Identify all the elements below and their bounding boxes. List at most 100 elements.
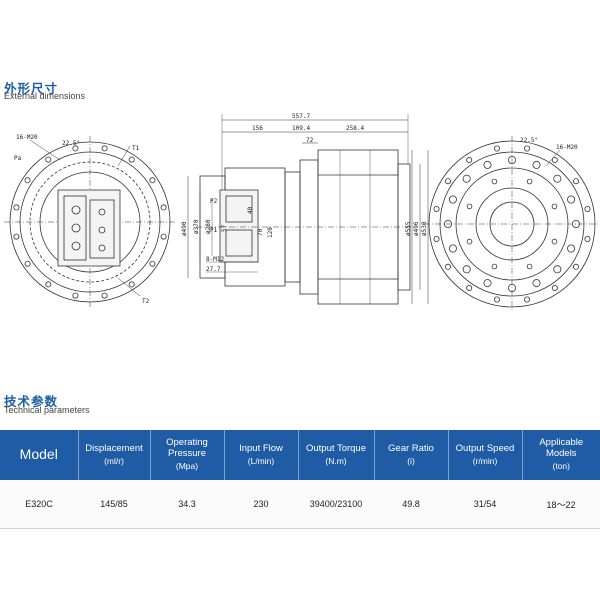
cell-gear-ratio: 49.8 [374,480,448,529]
header-output-speed: Output Speed(r/min) [448,430,523,480]
bolt-hole [526,263,533,270]
bolt-hole [433,205,440,212]
label-top-c: 258.4 [346,125,364,132]
cell-input-flow: 230 [224,480,298,529]
bolt-hole [466,203,473,210]
bolt-hole [462,265,471,274]
bolt-hole [466,284,473,291]
label-dim-277: 27.7 [206,266,221,273]
label-top-a: 156 [252,125,263,132]
label-dim-120: 120 [267,227,274,238]
label-top-b: 109.4 [292,125,310,132]
label-left-holes: 16-M20 [16,134,38,141]
bolt-hole [526,178,533,185]
bolt-hole [45,156,52,163]
label-dim-40: 40 [247,206,254,214]
bolt-hole [551,284,558,291]
cell-output-torque: 39400/23100 [298,480,374,529]
label-t1: T1 [132,145,140,152]
bolt-hole [493,145,500,152]
bolt-hole [444,263,451,270]
label-right-holes: 16-M20 [556,144,578,151]
middle-side-view [187,114,429,305]
bolt-hole [443,219,452,228]
bolt-hole [553,174,562,183]
label-pa: Pa [14,155,22,162]
bolt-hole [573,263,580,270]
header-output-torque: Output Torque(N.m) [298,430,375,480]
bolt-hole [462,174,471,183]
bolt-hole [553,265,562,274]
cell-operating-pressure: 34.3 [150,480,224,529]
bolt-hole [524,296,531,303]
right-end-view [424,136,600,312]
table-row: E320C 145/85 34.3 230 39400/23100 49.8 3… [0,480,600,529]
bolt-hole [567,244,576,253]
bolt-hole [572,219,581,228]
bolt-hole [444,178,451,185]
params-subtitle: Technical parameters [4,405,90,415]
bolt-hole [72,145,79,152]
bolt-hole [466,238,473,245]
bolt-hole [24,260,31,267]
bolt-hole [13,204,20,211]
bolt-hole [160,233,167,240]
bolt-hole [149,260,156,267]
bolt-hole [101,145,108,152]
bolt-hole [128,281,135,288]
dims-subtitle: External dimensions [4,91,86,101]
technical-parameters-table: Model Displacement(ml/r) Operating Press… [0,430,600,529]
bolt-hole [573,178,580,185]
bolt-hole [551,156,558,163]
bolt-hole [433,235,440,242]
bolt-hole [149,177,156,184]
bolt-hole [584,205,591,212]
params-title: 技术参数 [4,395,59,409]
bolt-hole [24,177,31,184]
label-t2: T2 [142,298,150,305]
bolt-hole [551,203,558,210]
label-d4: ø555 [405,221,412,236]
header-applicable-models: Applicable Models(ton) [522,430,600,480]
label-d3: ø280 [205,219,212,234]
bolt-hole [491,263,498,270]
label-right-angle: 22.5° [520,137,538,144]
bolt-hole [483,160,492,169]
bolt-hole [483,279,492,288]
bolt-hole [448,244,457,253]
header-model: Model [0,430,79,480]
bolt-hole [567,195,576,204]
header-input-flow: Input Flow(L/min) [224,430,299,480]
bolt-hole [551,238,558,245]
cell-displacement: 145/85 [78,480,150,529]
label-d6: ø530 [421,221,428,236]
cell-output-speed: 31/54 [448,480,522,529]
bolt-hole [101,292,108,299]
left-end-view [4,136,176,308]
bolt-hole [160,204,167,211]
header-gear-ratio: Gear Ratio(i) [374,430,449,480]
bolt-hole [584,235,591,242]
cell-model: E320C [0,480,78,529]
label-left-angle: 22.5° [62,140,80,147]
table-header-row: Model Displacement(ml/r) Operating Press… [0,430,600,480]
bolt-hole [466,156,473,163]
label-p2: P2 [210,198,218,205]
label-dim-57: 57 [221,224,228,232]
bolt-hole [532,160,541,169]
bolt-hole [507,283,516,292]
cell-applicable-models: 18～22 [522,480,600,529]
label-d2: ø370 [193,219,200,234]
label-top-d: 72 [306,137,314,144]
bolt-hole [45,281,52,288]
dims-title: 外形尺寸 [4,82,59,96]
bolt-hole [493,296,500,303]
bolt-hole [532,279,541,288]
bolt-hole [524,145,531,152]
header-displacement: Displacement(ml/r) [78,430,151,480]
label-dim-70: 70 [257,228,264,236]
label-d1: ø490 [181,221,188,236]
label-d5: ø496 [413,221,420,236]
label-p1: P1 [210,227,218,234]
technical-drawing: 16-M20 22.5° Pa T1 T2 557.7 156 109.4 25… [4,113,600,312]
